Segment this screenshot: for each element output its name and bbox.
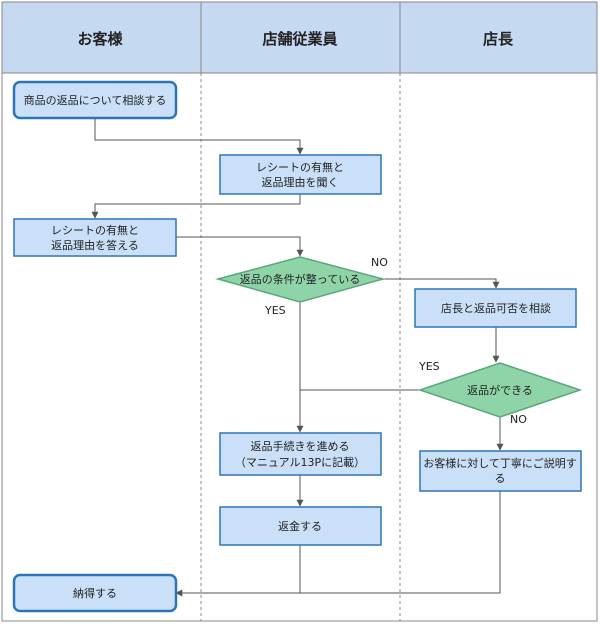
node-ask-receipt-line1: レシートの有無と: [256, 160, 344, 174]
lane-body-frame: [1, 72, 598, 622]
node-explain-line1: お客様に対して丁寧にご説明す: [423, 456, 576, 470]
edge-explain-to-accept: [300, 491, 501, 594]
lane-header-manager: [399, 1, 598, 74]
node-proceed-return-line1: 返品手続きを進める: [251, 439, 350, 453]
node-conditions-met: [215, 256, 386, 303]
node-conditions-met-text: 返品の条件が整っている: [240, 272, 360, 286]
node-explain-line2: る: [495, 472, 506, 485]
node-proceed-return-line2: （マニュアル13Pに記載）: [235, 455, 365, 469]
edge-answer-to-condition: [176, 236, 304, 257]
lane-title-manager: 店長: [483, 30, 514, 48]
label-condition-no: NO: [371, 256, 388, 269]
node-consult: [12, 80, 178, 120]
edge-consult-to-ask: [94, 118, 304, 155]
node-can-return-text: 返品ができる: [467, 383, 533, 397]
node-accept: [12, 573, 178, 613]
connectors: [91, 118, 504, 597]
lane-title-staff: 店舗従業員: [262, 30, 337, 48]
edge-refund-to-accept: [175, 545, 301, 597]
node-ask-receipt-line2: 返品理由を聞く: [262, 175, 339, 189]
node-can-return: [417, 362, 583, 418]
node-answer-receipt: [13, 218, 177, 257]
node-refund-text: 返金する: [278, 519, 322, 533]
label-can-no: NO: [510, 413, 527, 426]
lane-header-customer: [1, 1, 202, 74]
node-ask-receipt: [219, 154, 382, 195]
node-consult-manager: [414, 288, 577, 328]
label-condition-yes: YES: [264, 304, 286, 317]
node-answer-receipt-line2: 返品理由を答える: [51, 238, 139, 252]
label-can-yes: YES: [418, 360, 440, 373]
lane-header-staff: [200, 1, 401, 74]
node-consult-manager-text: 店長と返品可否を相談: [441, 301, 551, 315]
node-proceed-return: [219, 432, 382, 476]
lane-title-customer: お客様: [77, 30, 123, 48]
node-refund: [219, 506, 382, 546]
edge-ask-to-answer: [91, 194, 301, 219]
node-answer-receipt-line1: レシートの有無と: [51, 223, 139, 237]
node-accept-text: 納得する: [73, 587, 117, 600]
edge-condition-no: [383, 278, 500, 289]
node-consult-text: 商品の返品について相談する: [24, 93, 167, 107]
node-explain: [419, 450, 582, 492]
